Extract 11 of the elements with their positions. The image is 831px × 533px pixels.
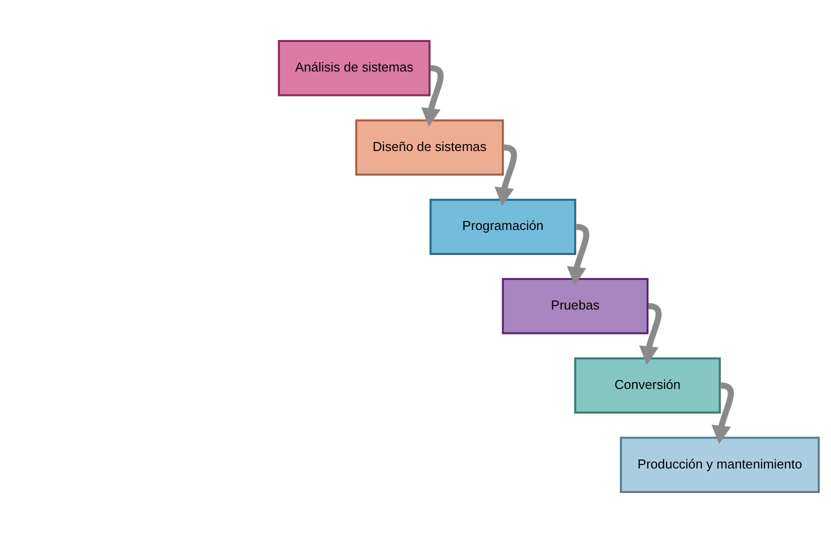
node-box: Análisis de sistemas	[278, 40, 431, 96]
arrow	[566, 224, 590, 286]
arrow	[421, 65, 444, 127]
node-box: Producción y mantenimiento	[620, 436, 820, 493]
node-box: Programación	[430, 198, 576, 255]
node-box: Pruebas	[502, 278, 649, 334]
arrow	[494, 144, 517, 206]
node-box: Conversión	[574, 357, 721, 414]
arrow	[712, 382, 734, 444]
arrow	[639, 303, 662, 365]
node-box: Diseño de sistemas	[355, 119, 504, 176]
